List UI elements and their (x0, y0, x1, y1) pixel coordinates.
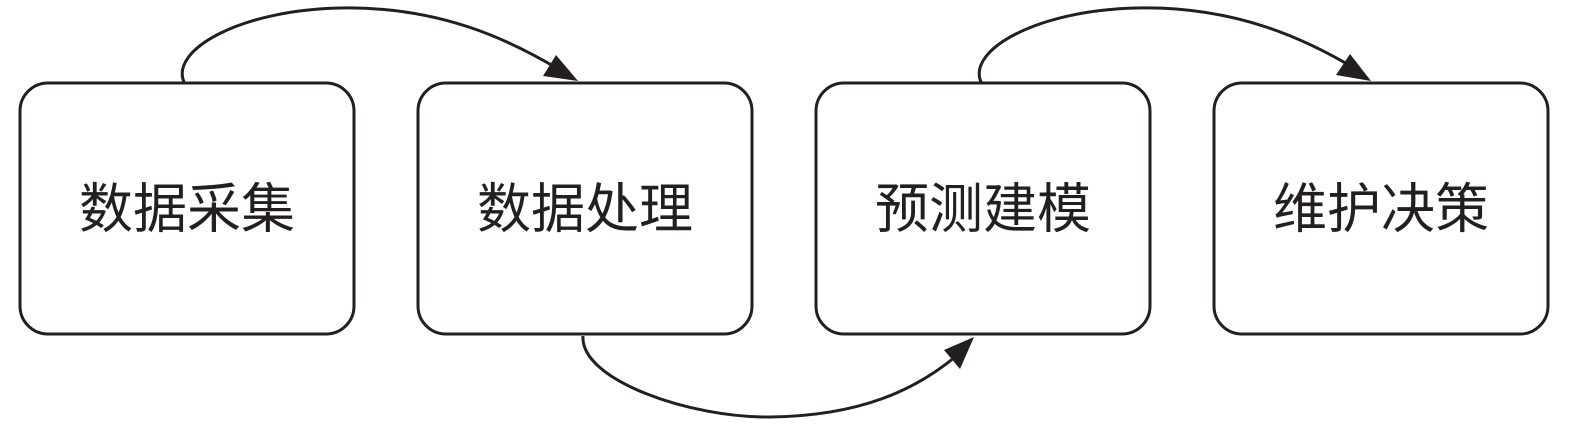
node-maintenance-decision-label: 维护决策 (1273, 178, 1489, 241)
node-maintenance-decision: 维护决策 (1212, 81, 1550, 336)
node-predictive-modeling-box (814, 81, 1152, 336)
node-data-collection-box (18, 81, 356, 336)
edge-collection-to-processing-line (180, 6, 561, 83)
edge-processing-to-modeling-arrowhead (944, 337, 974, 369)
node-data-processing-box (416, 81, 754, 336)
edge-processing-to-modeling (581, 335, 974, 419)
edge-processing-to-modeling-line (581, 335, 956, 419)
edge-collection-to-processing-arrowhead (543, 55, 578, 81)
node-data-collection-label: 数据采集 (79, 178, 295, 241)
edge-modeling-to-decision-line (977, 6, 1355, 83)
node-data-collection: 数据采集 (18, 81, 356, 336)
node-maintenance-decision-box (1212, 81, 1550, 336)
edge-modeling-to-decision (977, 6, 1371, 83)
node-predictive-modeling: 预测建模 (814, 81, 1152, 336)
node-data-processing-label: 数据处理 (477, 178, 693, 241)
edge-collection-to-processing (180, 6, 578, 83)
node-predictive-modeling-label: 预测建模 (875, 178, 1091, 241)
edge-modeling-to-decision-arrowhead (1336, 54, 1371, 81)
node-data-processing: 数据处理 (416, 81, 754, 336)
